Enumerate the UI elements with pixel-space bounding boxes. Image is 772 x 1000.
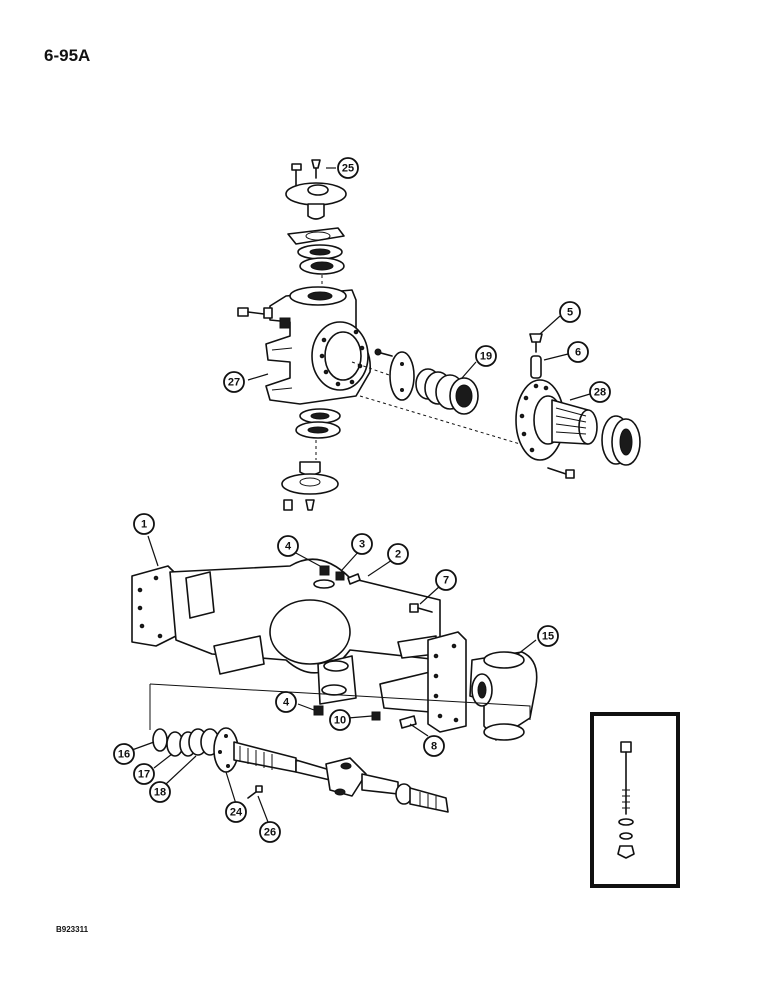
callout-label: 25 <box>342 163 354 175</box>
king-pin-cap-top <box>285 182 347 220</box>
callout-label: 28 <box>594 387 606 399</box>
hub-bearing-set <box>415 368 479 415</box>
callout-label: 16 <box>118 749 130 761</box>
callout-label: 24 <box>230 807 243 819</box>
callout-circle <box>133 513 155 535</box>
callout-label: 5 <box>567 307 573 319</box>
callout-6: 6 <box>567 341 589 363</box>
callout-circle <box>387 543 409 565</box>
callout-label: 27 <box>228 377 240 389</box>
figure-code: B923311 <box>56 925 89 934</box>
callout-circle <box>423 735 445 757</box>
callout-circle <box>277 535 299 557</box>
callout-3: 3 <box>351 533 373 555</box>
callout-19: 19 <box>475 345 497 367</box>
axle-housing-assembly <box>131 558 538 741</box>
callout-18: 18 <box>149 781 171 803</box>
callout-5: 5 <box>559 301 581 323</box>
callout-circle <box>589 381 611 403</box>
lower-bearing <box>295 408 341 439</box>
bolt-7 <box>409 603 433 613</box>
axle-yoke <box>469 651 538 741</box>
grease-fitting-top <box>311 159 321 179</box>
king-pin-cap-bottom <box>281 461 339 511</box>
callout-circle <box>225 801 247 823</box>
callout-label: 18 <box>154 787 166 799</box>
nut-10 <box>371 711 381 721</box>
axle-shaft-assembly <box>152 727 449 813</box>
callout-label: 17 <box>138 769 150 781</box>
callout-circle <box>149 781 171 803</box>
nut-3 <box>335 571 345 581</box>
callout-8: 8 <box>423 735 445 757</box>
callout-label: 4 <box>285 541 292 553</box>
callout-label: 8 <box>431 741 437 753</box>
callout-2: 2 <box>387 543 409 565</box>
seal-16 <box>152 728 168 752</box>
callout-circle <box>259 821 281 843</box>
steering-arm-bolt <box>237 307 291 329</box>
callout-circle <box>113 743 135 765</box>
callout-10: 10 <box>329 709 351 731</box>
callout-7: 7 <box>435 569 457 591</box>
steering-knuckle <box>265 286 372 405</box>
callout-15: 15 <box>537 625 559 647</box>
callout-circle <box>537 625 559 647</box>
callout-27: 27 <box>223 371 245 393</box>
inset-box <box>590 712 680 888</box>
callout-25: 25 <box>337 157 359 179</box>
callout-4: 4 <box>275 691 297 713</box>
callout-28: 28 <box>589 381 611 403</box>
callout-circle <box>133 763 155 785</box>
callout-label: 19 <box>480 351 492 363</box>
page-code: 6-95A <box>44 46 91 65</box>
steering-knuckle-assembly <box>237 159 641 511</box>
callout-label: 1 <box>141 519 147 531</box>
small-bolt <box>374 348 393 357</box>
callout-circle <box>223 371 245 393</box>
planet-carrier-ring <box>601 415 641 466</box>
callout-label: 15 <box>542 631 554 643</box>
callout-label: 10 <box>334 715 346 727</box>
callout-1: 1 <box>133 513 155 535</box>
callout-label: 26 <box>264 827 276 839</box>
flange-bolt-26 <box>247 785 263 799</box>
callout-circle <box>329 709 351 731</box>
callout-4: 4 <box>277 535 299 557</box>
nut-4-top <box>319 565 330 576</box>
callout-17: 17 <box>133 763 155 785</box>
pin-2 <box>347 573 361 585</box>
seal-plate <box>389 351 415 401</box>
callout-circle <box>351 533 373 555</box>
callout-circle <box>337 157 359 179</box>
callout-circle <box>275 691 297 713</box>
axle-shaft <box>233 741 449 813</box>
group-bracket <box>149 683 531 720</box>
callout-circle <box>559 301 581 323</box>
callout-circle <box>567 341 589 363</box>
nut-4-bottom <box>313 705 324 716</box>
upper-bearing <box>297 244 345 275</box>
hub-stud <box>529 333 543 379</box>
axle-housing <box>131 558 467 733</box>
hub-bolt <box>547 467 575 479</box>
callout-label: 4 <box>283 697 290 709</box>
callout-label: 3 <box>359 539 365 551</box>
callout-16: 16 <box>113 743 135 765</box>
callout-label: 2 <box>395 549 401 561</box>
callout-26: 26 <box>259 821 281 843</box>
callout-24: 24 <box>225 801 247 823</box>
wheel-hub <box>515 379 598 461</box>
callout-circle <box>435 569 457 591</box>
callout-label: 6 <box>575 347 581 359</box>
inset-bolt-stack <box>617 741 635 859</box>
callout-label: 7 <box>443 575 449 587</box>
callout-circle <box>475 345 497 367</box>
shim-top <box>287 227 345 245</box>
